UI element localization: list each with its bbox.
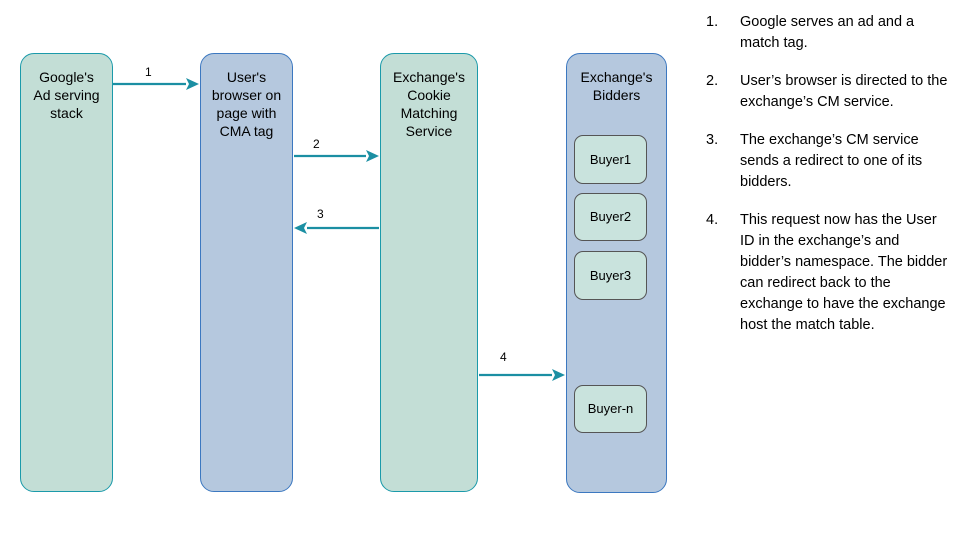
steps-list: 1. Google serves an ad and a match tag. 2.… [706,12,954,353]
arrow-head-1 [186,78,199,90]
arrow-4 [479,369,565,381]
buyer-label-buyer3: Buyer3 [589,267,632,283]
step-item-3: 3. The exchange’s CM service sends a redi… [706,130,954,193]
arrow-label-1: 1 [145,65,152,79]
lane-label-exchange-bidders: Exchange's Bidders [580,69,653,103]
buyer-label-buyer2: Buyer2 [589,209,632,224]
arrow-head-4 [552,369,565,381]
lane-google-ad-serving-stack: Google's Ad serving stack [20,53,113,492]
buyer-label-buyer-n: Buyer-n [587,401,634,416]
step-item-4: 4. This request now has the User ID in th… [706,210,954,336]
lane-label-google-ad-serving-stack: Google's Ad serving stack [33,69,100,121]
buyer-box-buyer-n: Buyer-n [574,385,647,433]
lane-users-browser: User's browser on page with CMA tag [200,53,293,492]
buyer-label-buyer1: Buyer1 [589,151,632,167]
arrow-label-3: 3 [317,207,324,221]
buyer-box-buyer2: Buyer2 [574,193,647,241]
arrow-1 [113,78,199,90]
lane-label-exchange-cookie-matching-service: Exchange's Cookie Matching Service [393,69,465,139]
lane-label-users-browser: User's browser on page with CMA tag [211,69,282,139]
arrow-label-2: 2 [313,137,320,151]
step-item-2: 2. User’s browser is directed to the exch… [706,71,954,113]
step-number-1: 1. [706,14,719,30]
step-text-4: This request now has the User ID in the … [740,212,948,333]
buyer-box-buyer3: Buyer3 [574,251,647,300]
step-text-2: User’s browser is directed to the exchan… [740,73,948,110]
step-text-1: Google serves an ad and a match tag. [740,14,915,51]
step-text-3: The exchange’s CM service sends a redire… [740,132,923,190]
arrow-head-3 [294,222,307,234]
lane-exchange-cookie-matching-service: Exchange's Cookie Matching Service [380,53,478,492]
arrow-2 [294,150,379,162]
step-number-2: 2. [706,73,719,89]
arrow-3 [294,222,379,234]
step-item-1: 1. Google serves an ad and a match tag. [706,12,954,54]
buyer-box-buyer1: Buyer1 [574,135,647,184]
arrow-head-2 [366,150,379,162]
step-number-4: 4. [706,212,719,228]
step-number-3: 3. [706,132,719,148]
arrow-label-4: 4 [500,350,507,364]
